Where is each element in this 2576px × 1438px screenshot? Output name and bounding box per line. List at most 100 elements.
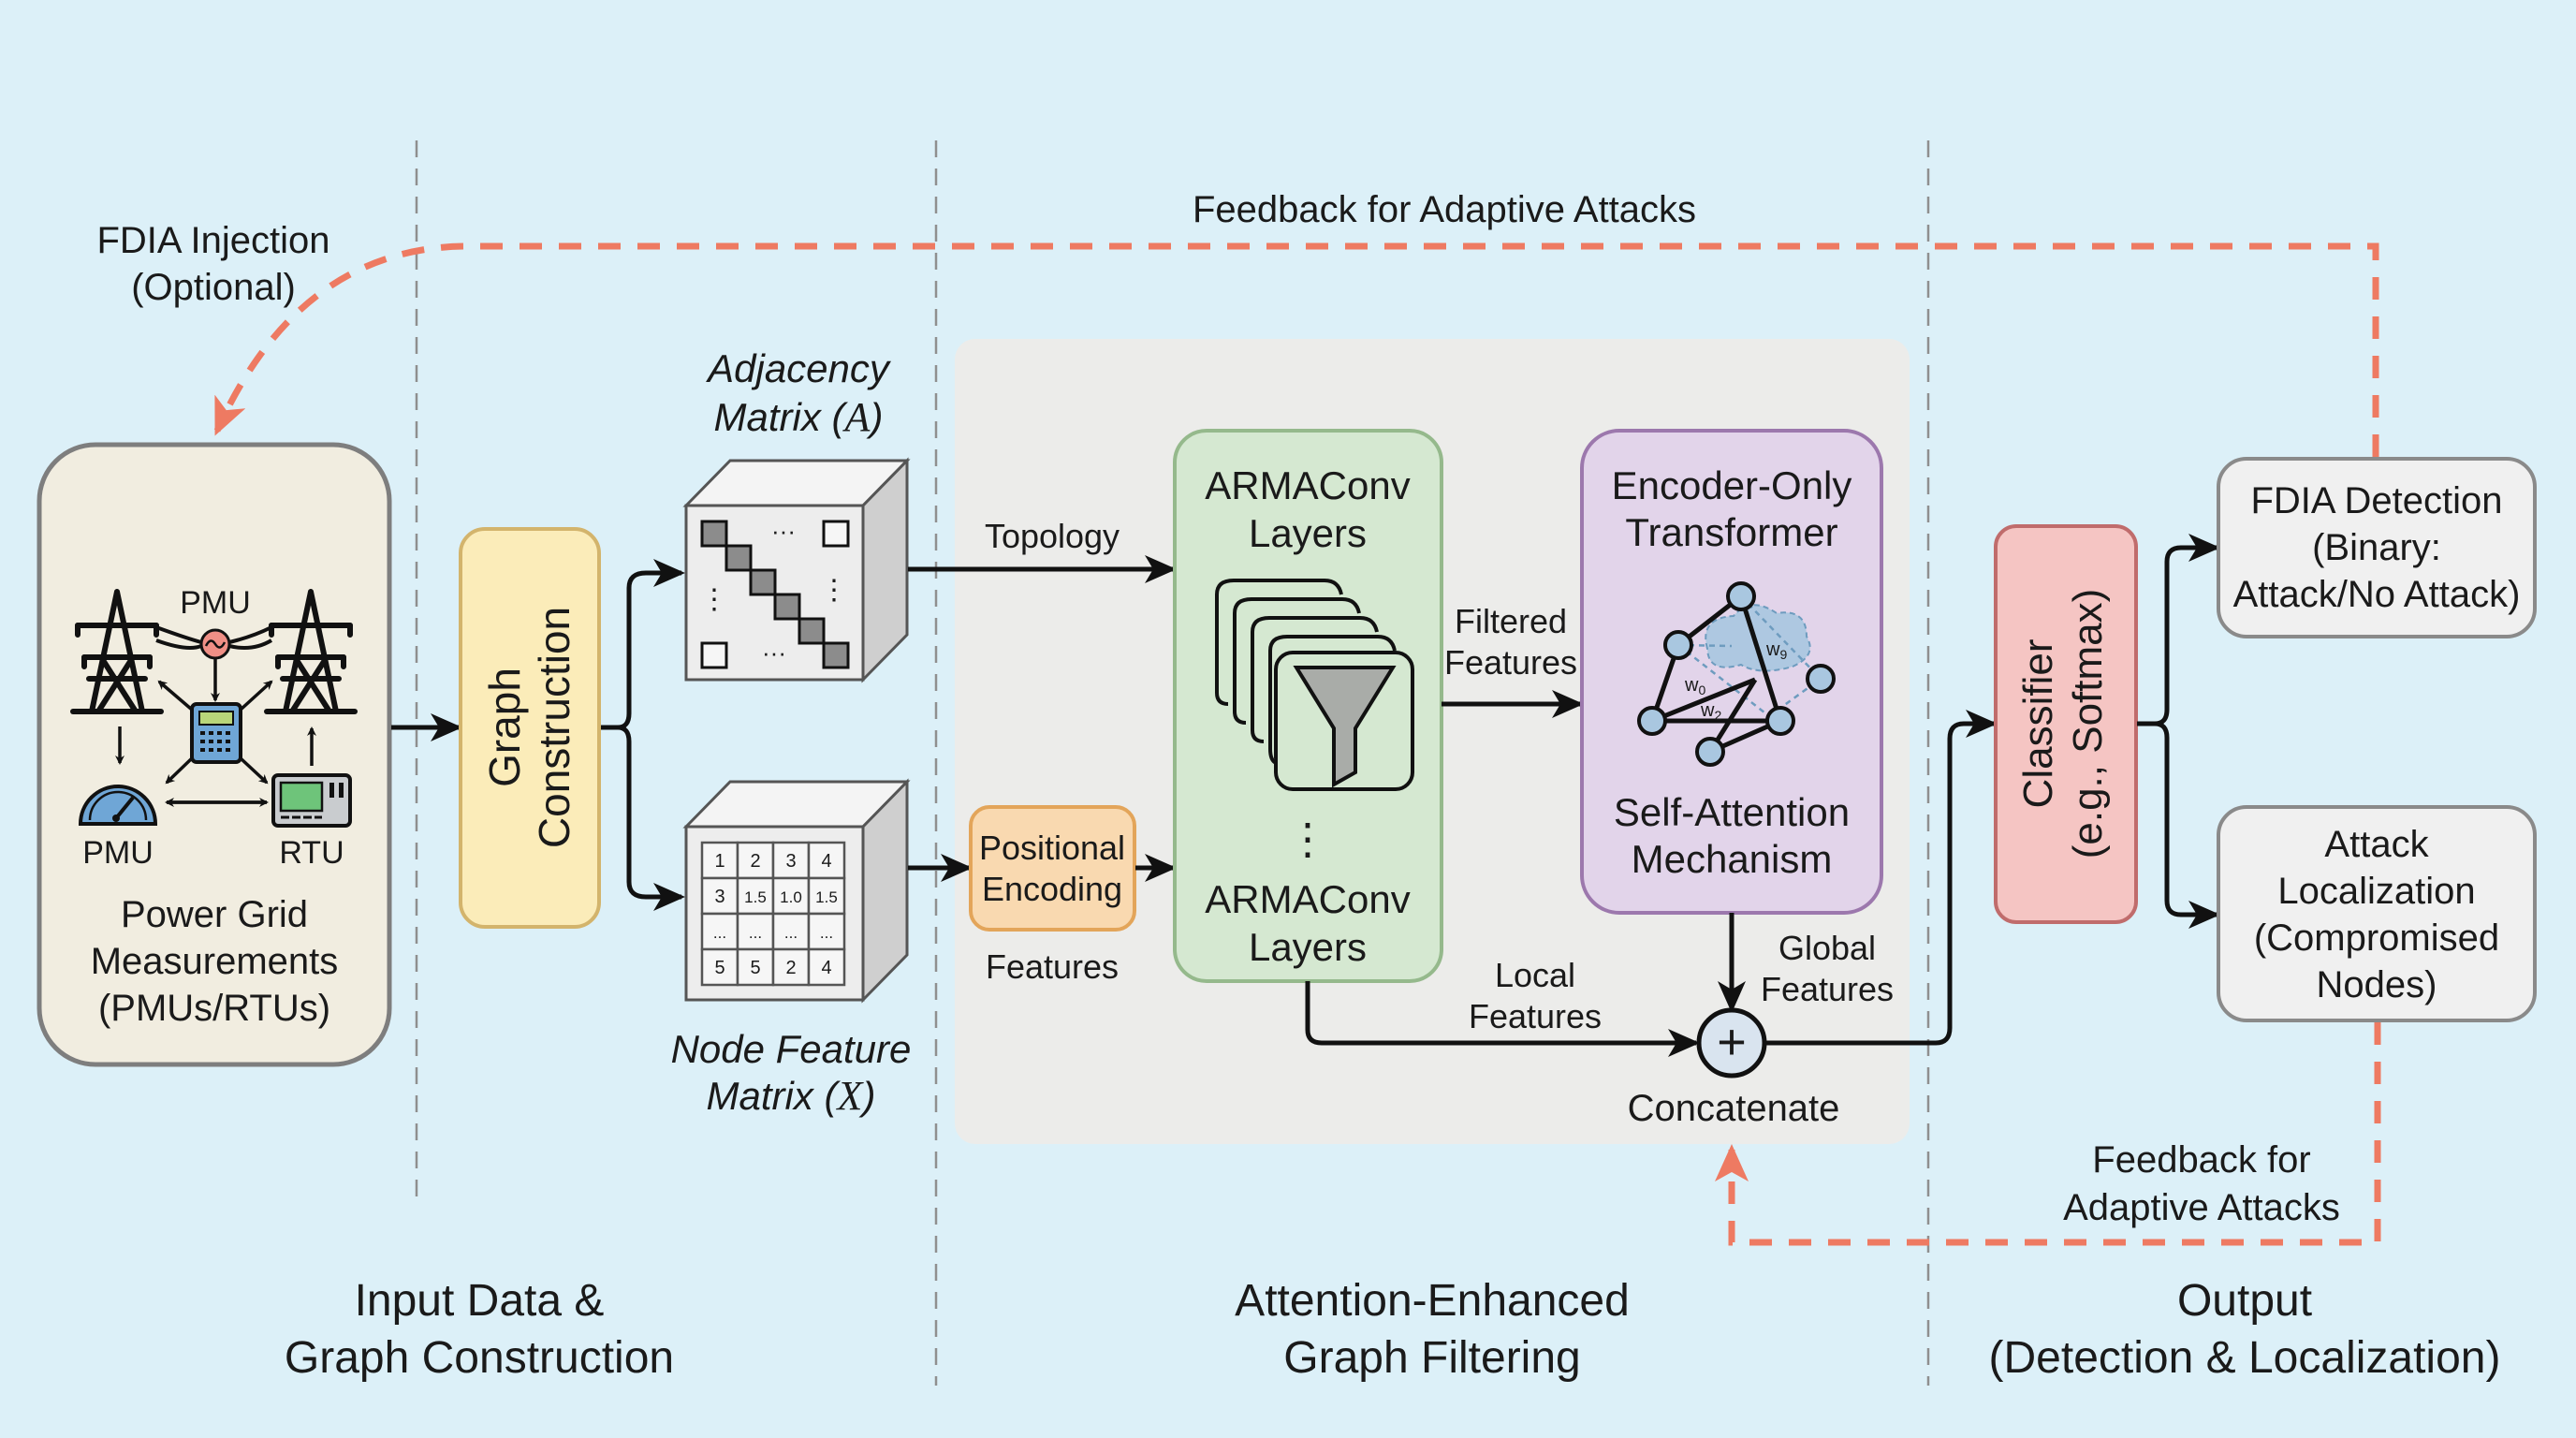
node-feature-label-line2: Matrix (X) xyxy=(707,1073,876,1119)
gauge-icon xyxy=(78,785,158,826)
rtu-label: RTU xyxy=(279,835,344,871)
weight-w9: w9 xyxy=(1765,639,1787,662)
matrix-cell-value: ... xyxy=(713,924,726,942)
split-arrows-graph xyxy=(601,559,685,911)
positional-encoding-box[interactable]: Positional Encoding xyxy=(969,805,1136,932)
concatenate-label: Concatenate xyxy=(1628,1088,1840,1129)
matrix-cell-value: 2 xyxy=(785,958,796,978)
adjacency-matrix-cube[interactable]: ··· ··· ⋮ ⋮ xyxy=(682,457,911,683)
armaconv-top-line2: Layers xyxy=(1249,511,1367,555)
section-title-filtering-line2: Graph Filtering xyxy=(1283,1333,1580,1383)
graph-node xyxy=(1637,706,1667,736)
localization-line4: Nodes) xyxy=(2317,964,2437,1005)
section-title-output-line1: Output xyxy=(2177,1276,2312,1326)
matrix-cell-value: 1.5 xyxy=(815,888,838,906)
section-title-input-line1: Input Data & xyxy=(355,1276,605,1326)
transformer-title-line1: Encoder-Only xyxy=(1612,463,1852,507)
fdia-detection-box[interactable]: FDIA Detection (Binary: Attack/No Attack… xyxy=(2217,457,2537,638)
power-lines xyxy=(155,625,273,650)
local-label-line2: Features xyxy=(1469,997,1602,1035)
matrix-cell-value: ... xyxy=(784,924,798,942)
matrix-cell-value: 1.5 xyxy=(744,888,767,906)
graph-construction-box[interactable]: Graph Construction xyxy=(459,527,601,929)
features-label: Features xyxy=(986,947,1119,986)
graph-node xyxy=(1726,581,1756,611)
armaconv-top-line1: ARMAConv xyxy=(1205,463,1410,507)
transmission-tower-icon xyxy=(70,589,164,714)
transformer-sub-line2: Mechanism xyxy=(1632,837,1833,881)
detection-line1: FDIA Detection xyxy=(2250,480,2502,521)
armaconv-bottom-line1: ARMAConv xyxy=(1205,877,1410,921)
funnel-icon xyxy=(1293,666,1397,788)
arrow-local-features xyxy=(1305,981,1700,1057)
transformer-title-line2: Transformer xyxy=(1625,510,1837,554)
matrix-cell-value: ... xyxy=(820,924,833,942)
section-dividers xyxy=(415,140,1930,1386)
classifier-box[interactable]: Classifier (e.g., Softmax) xyxy=(1994,524,2138,924)
adjacency-ellipsis-bottom: ··· xyxy=(762,638,786,667)
matrix-cell-value: 2 xyxy=(750,851,760,872)
weight-w0: w0 xyxy=(1684,675,1705,697)
matrix-cell-value: 3 xyxy=(714,887,724,907)
graph-node xyxy=(1663,630,1693,660)
matrix-cell xyxy=(807,841,846,880)
power-grid-box[interactable]: PMU xyxy=(37,442,392,1067)
matrix-cell-value: 4 xyxy=(821,958,831,978)
arrow-concat-to-classifier xyxy=(1764,710,1998,1046)
feedback-top-label: Feedback for Adaptive Attacks xyxy=(1193,189,1696,230)
armaconv-dots: ⋮ xyxy=(1286,814,1329,863)
rtu-terminal-icon xyxy=(271,773,352,828)
adjacency-corner-cell xyxy=(822,520,850,548)
graph-node xyxy=(1806,664,1836,694)
attack-localization-box[interactable]: Attack Localization (Compromised Nodes) xyxy=(2217,805,2537,1022)
detection-line2: (Binary: xyxy=(2312,527,2441,568)
power-grid-title-line1: Power Grid xyxy=(121,894,308,935)
classifier-line2: (e.g., Softmax) xyxy=(2065,589,2111,859)
armaconv-box[interactable]: ARMAConv Layers ⋮ ARMAConv Layers xyxy=(1173,429,1443,983)
transformer-sub-line1: Self-Attention xyxy=(1614,790,1850,834)
adjacency-ellipsis-top: ··· xyxy=(771,517,796,545)
filtered-label-line2: Features xyxy=(1444,643,1577,682)
power-grid-title-line3: (PMUs/RTUs) xyxy=(98,988,330,1029)
generator-icon xyxy=(199,628,231,660)
section-title-output-line2: (Detection & Localization) xyxy=(1989,1333,2501,1383)
concatenate-symbol: + xyxy=(1717,1014,1747,1070)
calculator-device-icon xyxy=(190,702,242,764)
feedback-top-arrow xyxy=(213,242,2379,457)
global-label-line1: Global xyxy=(1778,929,1876,967)
transmission-tower-icon xyxy=(264,589,358,714)
matrix-cell-value: 1 xyxy=(714,851,724,872)
injection-label-line2: (Optional) xyxy=(131,267,296,308)
section-title-input-line2: Graph Construction xyxy=(285,1333,674,1383)
adjacency-label-line2: Matrix (A) xyxy=(714,394,884,440)
matrix-cell-value: 5 xyxy=(714,958,724,978)
attention-graph-icon: w0 w2 w9 xyxy=(1637,581,1836,767)
adjacency-ellipsis-right: ⋮ xyxy=(820,575,848,606)
graph-node xyxy=(1695,737,1725,767)
matrix-cell-value: 3 xyxy=(785,851,796,872)
graph-construction-line2: Construction xyxy=(530,607,578,848)
matrix-cell-value: 5 xyxy=(750,958,760,978)
topology-label: Topology xyxy=(985,517,1120,555)
matrix-cell xyxy=(807,912,846,951)
adjacency-label-line1: Adjacency xyxy=(705,346,892,390)
transformer-box[interactable]: Encoder-Only Transformer xyxy=(1580,429,1883,915)
filtered-label-line1: Filtered xyxy=(1455,602,1567,640)
injection-label-line1: FDIA Injection xyxy=(96,220,329,261)
feedback-bottom-label-line2: Adaptive Attacks xyxy=(2063,1187,2340,1228)
pmu-bottom-label: PMU xyxy=(82,835,154,871)
positional-encoding-line1: Positional xyxy=(979,829,1125,867)
feedback-bottom-label-line1: Feedback for xyxy=(2092,1139,2310,1181)
global-label-line2: Features xyxy=(1761,970,1894,1008)
node-feature-label-line1: Node Feature xyxy=(671,1027,912,1071)
adjacency-diagonal xyxy=(700,520,850,669)
matrix-cell-value: 4 xyxy=(821,851,831,872)
positional-encoding-line2: Encoding xyxy=(982,870,1122,908)
localization-line2: Localization xyxy=(2277,871,2475,912)
concatenate-node[interactable]: + xyxy=(1696,1007,1767,1078)
armaconv-bottom-line2: Layers xyxy=(1249,925,1367,969)
matrix-cell xyxy=(807,947,846,987)
